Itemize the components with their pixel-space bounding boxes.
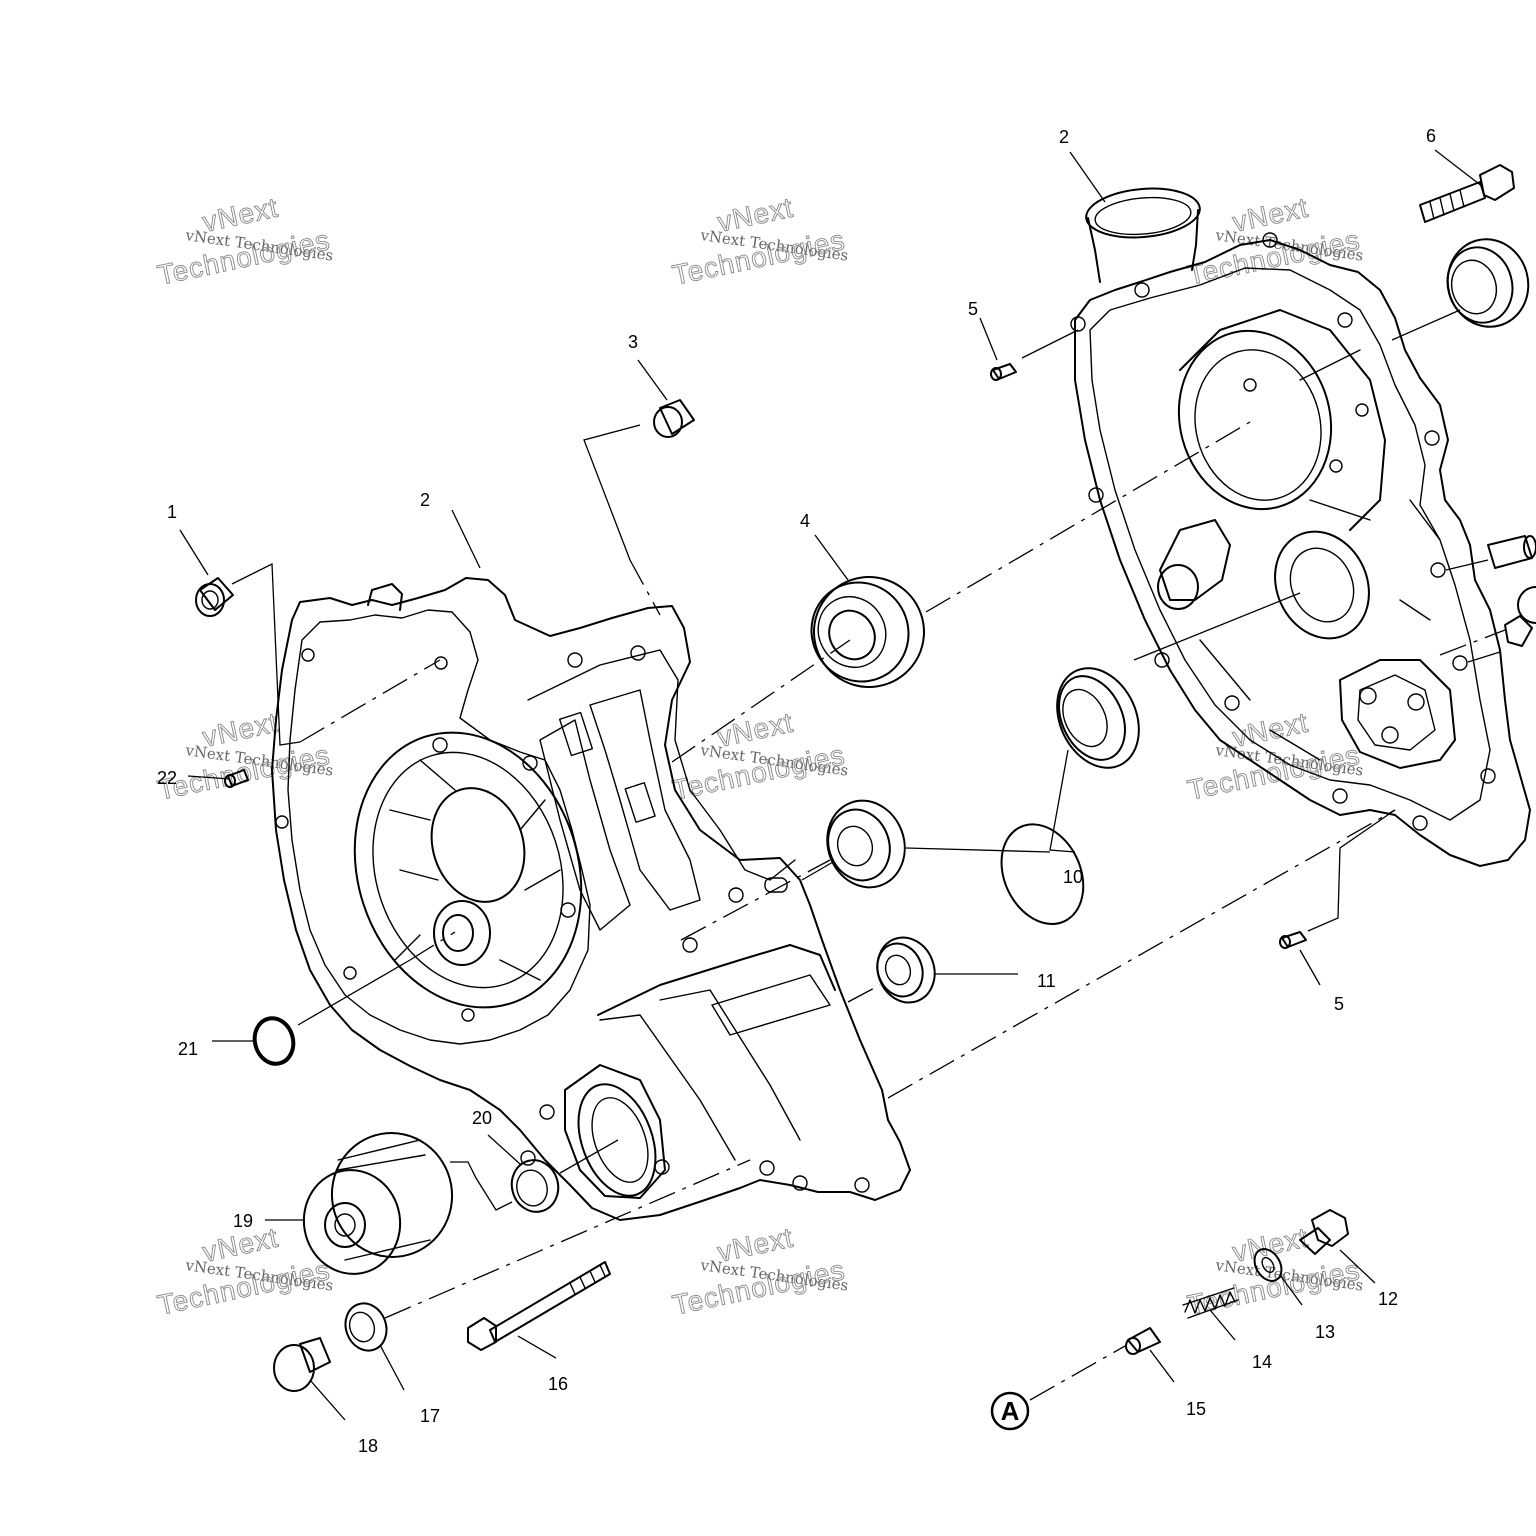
part-10-bearing-upper <box>1000 823 1085 925</box>
part-4-bearing <box>810 576 925 688</box>
part-3-bushing <box>653 399 695 438</box>
callout-22: 22 <box>157 768 177 788</box>
part-15-plunger <box>1125 1327 1161 1355</box>
part-11-bearing <box>876 936 936 1004</box>
watermark: vNext vNext Technologies Technologies <box>669 706 849 806</box>
callout-4: 4 <box>800 511 810 531</box>
leader-lines <box>179 149 1506 1421</box>
reference-marker-letter: A <box>1001 1396 1020 1426</box>
watermark: vNext vNext Technologies Technologies <box>1184 706 1364 806</box>
callout-12: 12 <box>1378 1289 1398 1309</box>
callout-labels: 1 2 2 3 4 5 5 6 10 11 12 13 14 15 16 17 … <box>157 126 1436 1456</box>
callout-19: 19 <box>233 1211 253 1231</box>
part-22-dowel <box>224 769 249 788</box>
callout-2-left: 2 <box>420 490 430 510</box>
part-6-bolt <box>1419 164 1515 223</box>
part-10-bearing-left <box>826 799 906 889</box>
callout-17: 17 <box>420 1406 440 1426</box>
left-crankcase <box>271 577 911 1221</box>
watermark: vNext vNext Technologies Technologies <box>154 706 334 806</box>
part-20-oil-seal <box>510 1159 560 1213</box>
part-14-spring <box>1182 1287 1239 1319</box>
watermark: vNext vNext Technologies Technologies <box>154 1221 334 1321</box>
callout-16: 16 <box>548 1374 568 1394</box>
part-5-dowel-pin-upper <box>990 363 1017 381</box>
watermark: vNext vNext Technologies Technologies <box>669 1221 849 1321</box>
callout-6: 6 <box>1426 126 1436 146</box>
callout-1: 1 <box>167 502 177 522</box>
part-18-drain-plug <box>273 1337 331 1392</box>
part-10-bearing-right <box>1056 667 1140 769</box>
right-crankcase <box>1070 187 1531 867</box>
watermark: vNext vNext Technologies Technologies <box>669 191 849 291</box>
reference-marker-a: A <box>990 1391 1030 1431</box>
watermark-group: vNext vNext Technologies Technologies vN… <box>154 191 1364 1321</box>
callout-21: 21 <box>178 1039 198 1059</box>
callout-3: 3 <box>628 332 638 352</box>
dowel-right <box>1487 535 1536 647</box>
callout-20: 20 <box>472 1108 492 1128</box>
callout-11: 11 <box>1037 971 1056 991</box>
callout-2-right: 2 <box>1059 127 1069 147</box>
part-16-long-bolt <box>467 1261 611 1351</box>
callout-15: 15 <box>1186 1399 1206 1419</box>
watermark: vNext vNext Technologies Technologies <box>154 191 334 291</box>
callout-14: 14 <box>1252 1352 1272 1372</box>
callout-5-lower: 5 <box>1334 994 1344 1014</box>
part-19-rotor <box>302 1132 454 1275</box>
part-1-dowel-bushing <box>195 577 234 617</box>
callout-10: 10 <box>1063 867 1083 887</box>
part-21-o-ring <box>252 1016 296 1066</box>
callout-18: 18 <box>358 1436 378 1456</box>
part-13-washer <box>1253 1248 1283 1282</box>
part-17-washer <box>344 1302 388 1352</box>
reference-marker-a-right <box>1517 586 1536 624</box>
callout-13: 13 <box>1315 1322 1335 1342</box>
part-12-bolt <box>1299 1209 1349 1255</box>
watermark: vNext vNext Technologies Technologies <box>1184 1221 1364 1321</box>
part-5-dowel-pin-lower <box>1279 931 1307 949</box>
oil-seal-right <box>1446 238 1530 328</box>
callout-5-upper: 5 <box>968 299 978 319</box>
